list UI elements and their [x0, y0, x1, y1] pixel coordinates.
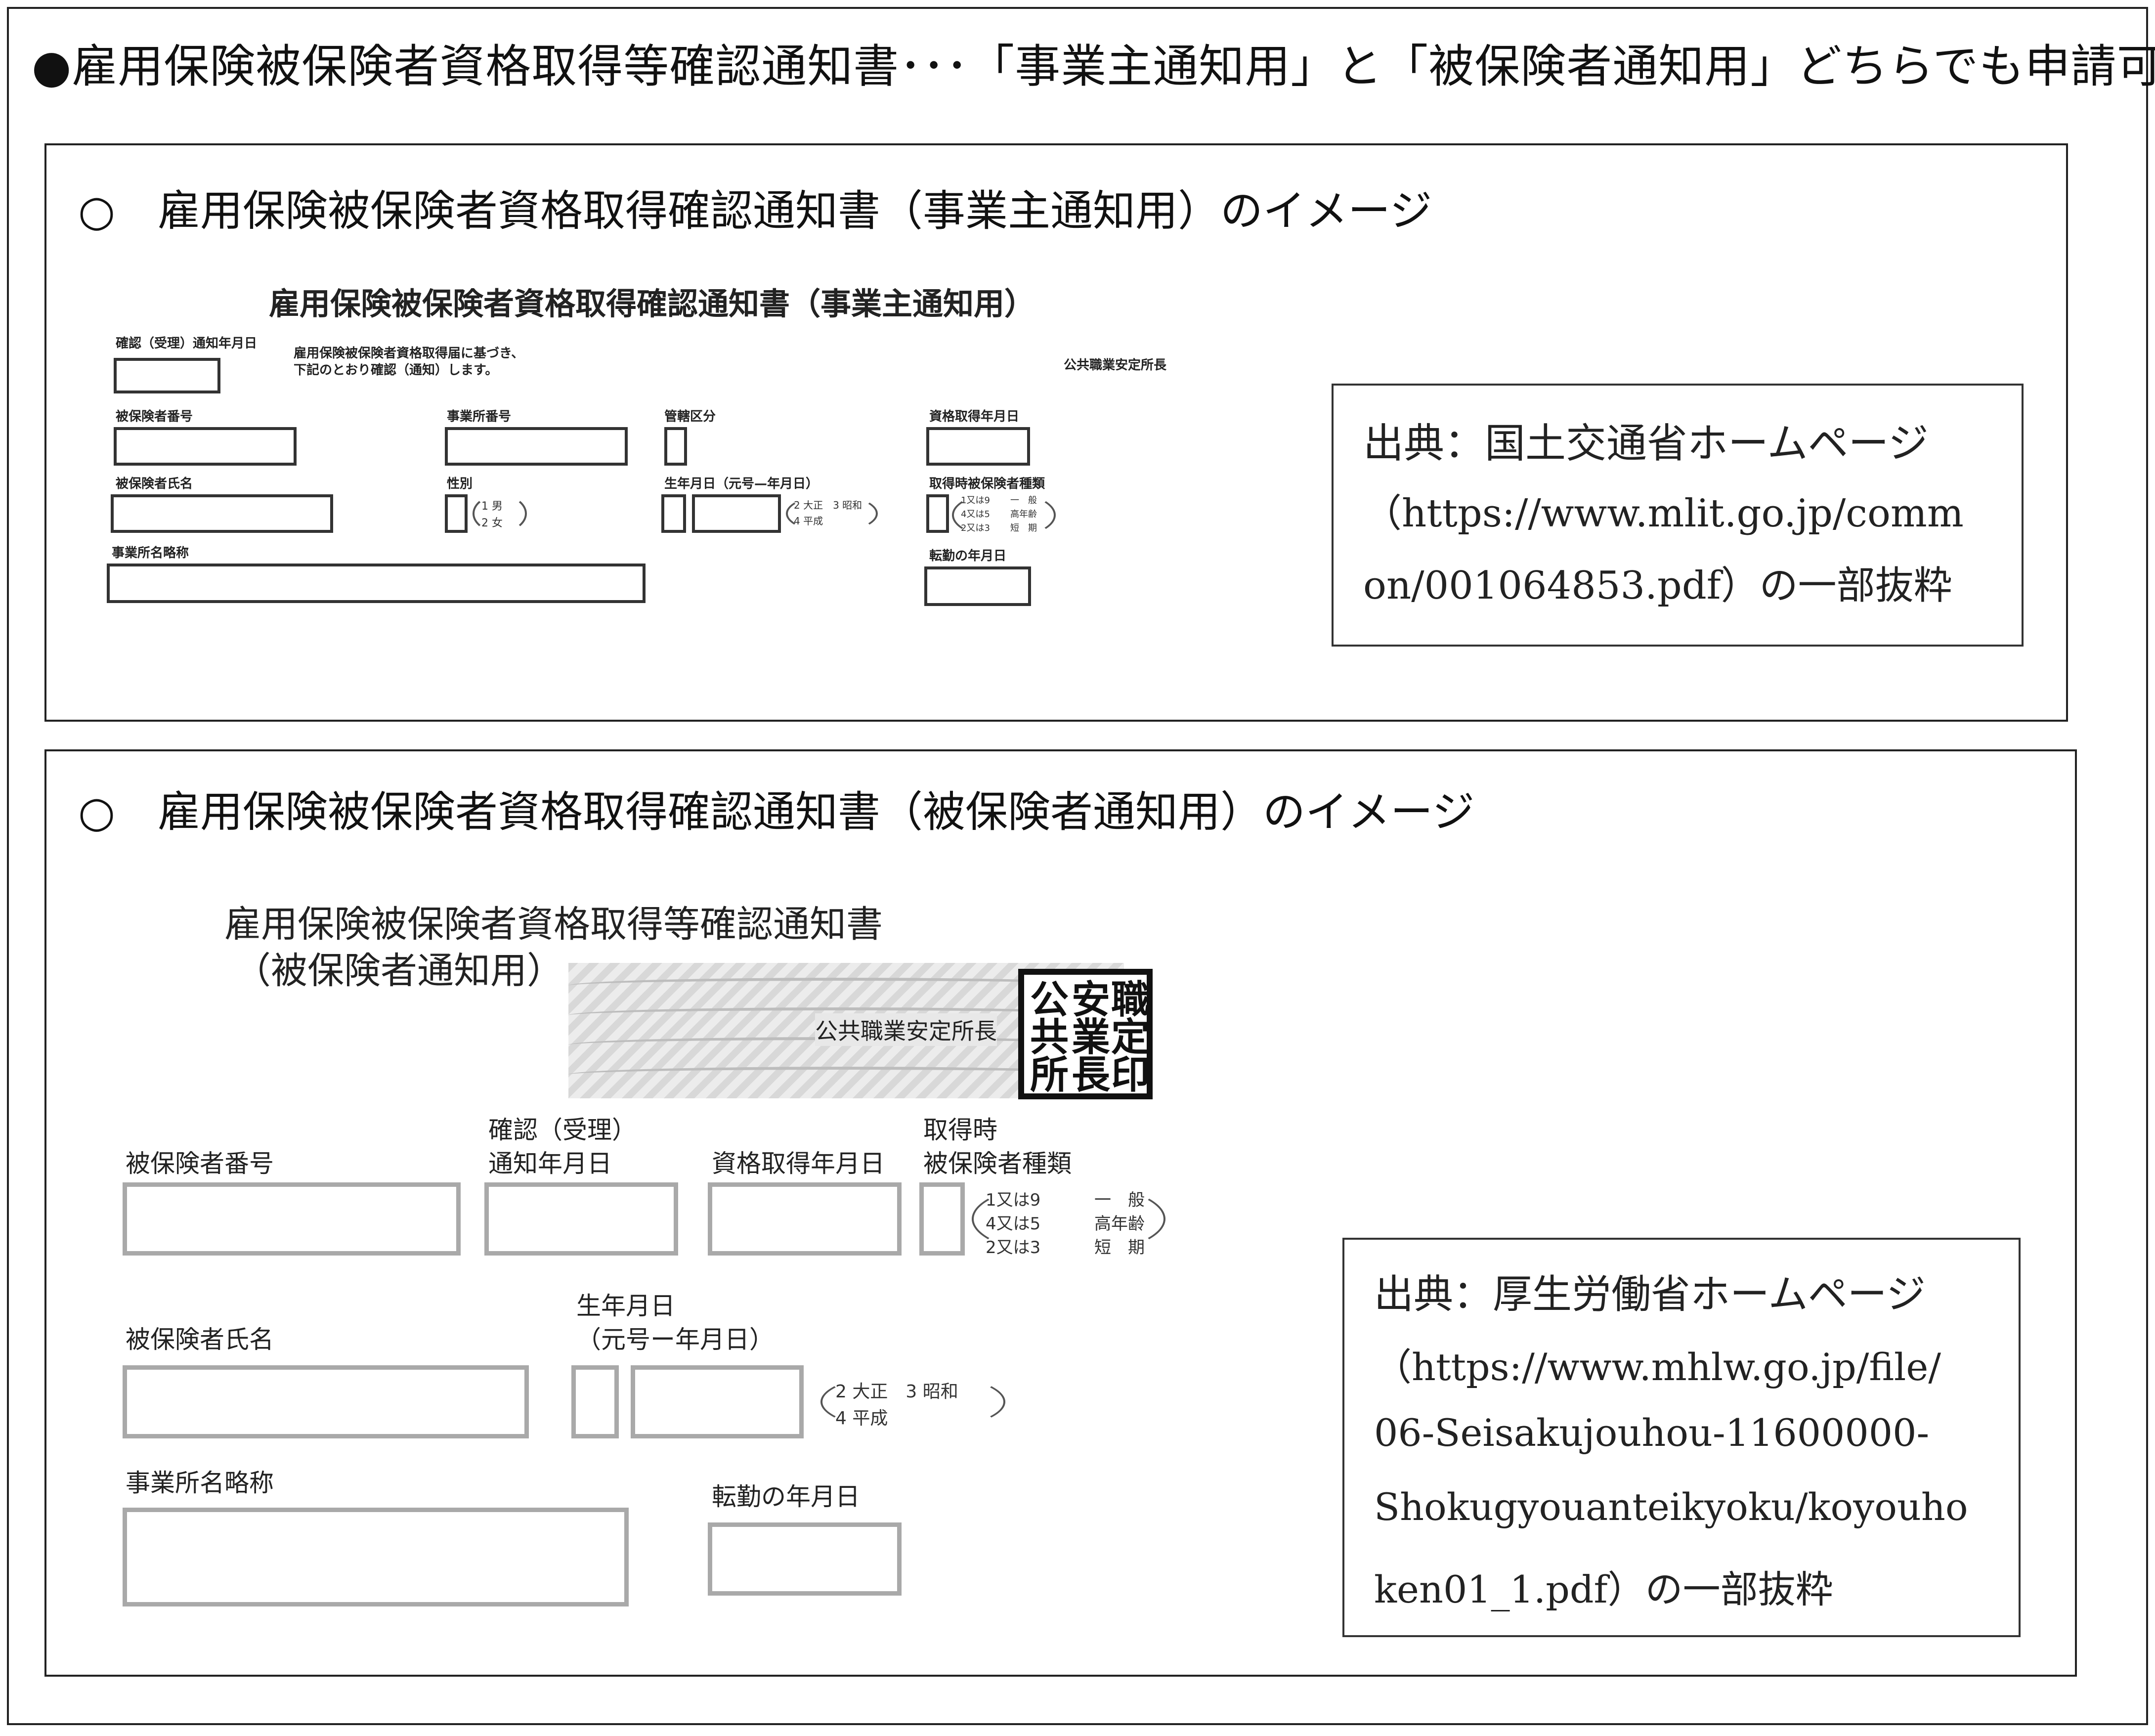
- form2-era-options-bracket: [820, 1372, 1005, 1432]
- citation-mhlw-line5: ken01_1.pdf）の一部抜粋: [1374, 1567, 1833, 1611]
- form2-transfer-date-box: [708, 1522, 902, 1596]
- citation-mhlw-line2: （https://www.mhlw.go.jp/file/: [1374, 1345, 1941, 1389]
- form1-birth-date-box: [692, 494, 781, 533]
- form2-title-line2: （被保険者通知用）: [234, 950, 563, 992]
- form1-type-option-1-code: 1又は9: [961, 495, 990, 506]
- seal-char-8: 共: [1030, 1015, 1069, 1060]
- seal-char-6: 長: [1072, 1053, 1111, 1097]
- citation-mlit-line1: 出典：国土交通省ホームページ: [1363, 420, 1929, 467]
- form1-insured-name-box: [111, 494, 333, 533]
- form2-acquisition-date-box: [708, 1182, 902, 1256]
- form1-office-abbr-box: [107, 564, 646, 603]
- panel-insured-notice: ○ 雇用保険被保険者資格取得確認通知書（被保険者通知用）のイメージ 雇用保険被保…: [44, 749, 2077, 1677]
- form1-type-option-3-name: 短 期: [1010, 523, 1037, 533]
- form2-insured-number-box: [123, 1182, 461, 1256]
- citation-mhlw-line4: Shokugyouanteikyoku/koyouho: [1374, 1485, 1968, 1529]
- form1-office-abbr-label: 事業所名略称: [112, 546, 189, 561]
- page-headline: ●雇用保険被保険者資格取得等確認通知書･･･「事業主通知用」と「被保険者通知用」…: [32, 40, 2155, 93]
- form1-insured-number-box: [114, 427, 297, 466]
- form1-insured-type-label: 取得時被保険者種類: [929, 477, 1045, 491]
- seal-char-1: 職: [1111, 978, 1150, 1022]
- form1-confirm-date-box: [114, 358, 220, 393]
- panel-employer-heading: ○ 雇用保険被保険者資格取得確認通知書（事業主通知用）のイメージ: [78, 186, 1432, 236]
- form1-type-option-2-code: 4又は5: [961, 509, 990, 520]
- form2-insured-type-line1: 取得時: [923, 1116, 997, 1144]
- form1-gender-option-female: 2 女: [481, 517, 503, 529]
- form2-title-line1: 雇用保険被保険者資格取得等確認通知書: [224, 903, 883, 946]
- form2-type-option-1-code: 1又は9: [986, 1190, 1041, 1210]
- form1-office-number-label: 事業所番号: [447, 409, 512, 424]
- form1-title: 雇用保険被保険者資格取得確認通知書（事業主通知用）: [269, 286, 1035, 322]
- form2-office-abbr-label: 事業所名略称: [126, 1469, 274, 1497]
- form2-insured-number-label: 被保険者番号: [126, 1149, 274, 1178]
- form1-jurisdiction-box: [664, 427, 687, 466]
- form2-birth-date-box: [631, 1365, 804, 1438]
- form2-insured-type-box: [919, 1182, 965, 1256]
- seal-char-2: 安: [1072, 978, 1111, 1022]
- form1-transfer-date-label: 転勤の年月日: [929, 549, 1007, 564]
- seal-char-4: 所: [1030, 1053, 1069, 1097]
- form2-type-options-bracket: [972, 1182, 1165, 1256]
- form1-gender-option-male: 1 男: [481, 500, 503, 513]
- seal-char-3: 業: [1072, 1015, 1111, 1060]
- form2-type-option-3-code: 2又は3: [986, 1238, 1041, 1258]
- form1-office-number-box: [445, 427, 628, 466]
- form2-acquisition-date-label: 資格取得年月日: [712, 1149, 885, 1178]
- form1-era-options-bracket: [786, 494, 878, 533]
- form1-insured-number-label: 被保険者番号: [116, 409, 193, 424]
- form1-type-option-3-code: 2又は3: [961, 523, 990, 533]
- form2-confirm-date-box: [484, 1182, 678, 1256]
- form2-confirm-label-line1: 確認（受理）: [488, 1116, 637, 1144]
- form2-office-chief: 公共職業安定所長: [815, 1013, 997, 1046]
- citation-mhlw-line3: 06-Seisakujouhou-11600000-: [1374, 1411, 1930, 1455]
- form2-type-option-3-name: 短 期: [1094, 1238, 1145, 1258]
- citation-mhlw-line1: 出典：厚生労働省ホームページ: [1374, 1271, 1926, 1317]
- form2-birth-label-line2: （元号ー年月日）: [576, 1325, 774, 1354]
- citation-mhlw: 出典：厚生労働省ホームページ （https://www.mhlw.go.jp/f…: [1342, 1238, 2021, 1637]
- form1-acquisition-date-box: [926, 427, 1030, 466]
- form1-insured-type-box: [926, 494, 949, 533]
- form2-birth-era-box: [571, 1365, 619, 1438]
- form1-type-options-bracket: [952, 491, 1056, 539]
- form2-era-option-1: 2 大正 3 昭和: [835, 1382, 958, 1402]
- form2-official-seal: 職 安 業 所 定 長 公 共 印: [1018, 969, 1153, 1099]
- panel-employer-notice: ○ 雇用保険被保険者資格取得確認通知書（事業主通知用）のイメージ 雇用保険被保険…: [44, 143, 2068, 722]
- form2-office-abbr-box: [123, 1508, 629, 1606]
- form1-acquisition-date-label: 資格取得年月日: [929, 409, 1020, 424]
- form1-gender-options-bracket: [473, 494, 527, 533]
- form2-type-option-2-name: 高年齢: [1094, 1214, 1145, 1234]
- form2-transfer-date-label: 転勤の年月日: [712, 1482, 860, 1511]
- form1-notice-line2: 下記のとおり確認（通知）します。: [294, 363, 498, 378]
- form2-insured-type-line2: 被保険者種類: [923, 1149, 1072, 1178]
- form1-gender-label: 性別: [447, 477, 473, 491]
- form2-confirm-label-line2: 通知年月日: [488, 1149, 612, 1178]
- form1-birth-label: 生年月日（元号—年月日）: [664, 477, 819, 491]
- citation-mlit-line2: （https://www.mlit.go.jp/comm: [1363, 491, 1964, 536]
- form1-gender-box: [445, 494, 468, 533]
- form2-type-option-2-code: 4又は5: [986, 1214, 1041, 1234]
- form2-birth-label-line1: 生年月日: [576, 1292, 675, 1320]
- citation-mlit: 出典：国土交通省ホームページ （https://www.mlit.go.jp/c…: [1332, 384, 2024, 647]
- form2-type-option-1-name: 一 般: [1094, 1190, 1145, 1210]
- form1-birth-era-box: [661, 494, 686, 533]
- form1-insured-name-label: 被保険者氏名: [116, 477, 193, 491]
- form2-insured-name-label: 被保険者氏名: [126, 1325, 274, 1354]
- seal-char-5: 定: [1111, 1015, 1150, 1060]
- form1-jurisdiction-label: 管轄区分: [664, 409, 716, 424]
- form1-type-option-2-name: 高年齢: [1010, 509, 1037, 520]
- form1-notice-line1: 雇用保険被保険者資格取得届に基づき、: [294, 346, 524, 361]
- page-frame: [7, 7, 2148, 1725]
- seal-char-9: 印: [1111, 1053, 1150, 1097]
- form1-era-option-2: 4 平成: [794, 515, 823, 527]
- form2-insured-name-box: [123, 1365, 529, 1438]
- panel-insured-heading: ○ 雇用保険被保険者資格取得確認通知書（被保険者通知用）のイメージ: [78, 787, 1475, 837]
- form1-type-option-1-name: 一 般: [1010, 495, 1037, 506]
- form2-era-option-2: 4 平成: [835, 1408, 888, 1429]
- seal-char-7: 公: [1030, 978, 1069, 1022]
- citation-mlit-line3: on/001064853.pdf）の一部抜粋: [1363, 564, 1952, 608]
- form1-office-chief: 公共職業安定所長: [1064, 358, 1167, 373]
- form1-confirm-date-label: 確認（受理）通知年月日: [116, 336, 258, 351]
- form1-transfer-date-box: [924, 566, 1031, 606]
- form1-era-option-1: 2 大正 3 昭和: [794, 499, 862, 511]
